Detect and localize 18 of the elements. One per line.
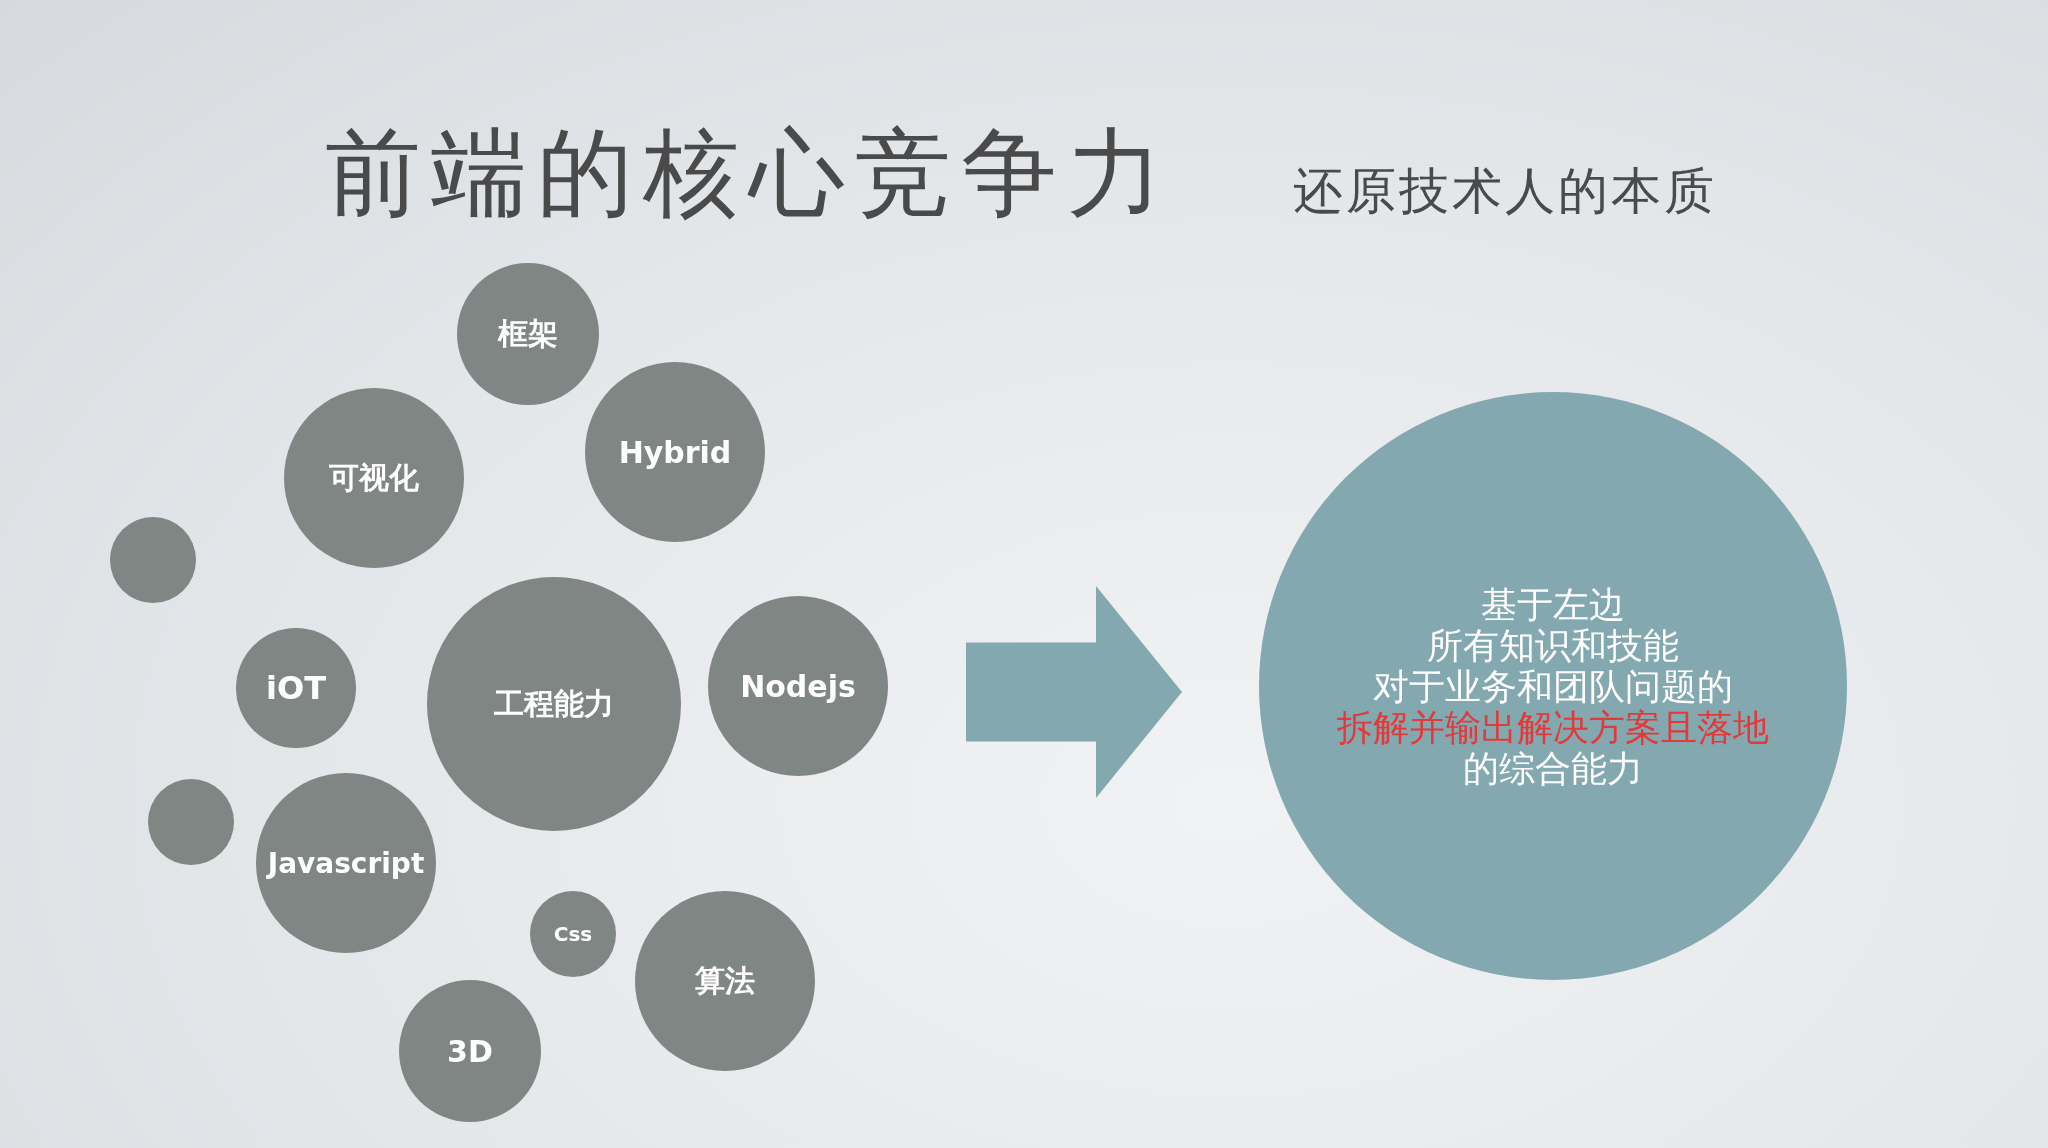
summary-text: 的综合能力 bbox=[1463, 747, 1643, 789]
bubble-label: 算法 bbox=[695, 961, 755, 1000]
bubble-label: 3D bbox=[447, 1033, 493, 1069]
bubble-label: Nodejs bbox=[740, 668, 856, 704]
subtitle: 还原技术人的本质 bbox=[1293, 161, 1717, 222]
bubble-label: 框架 bbox=[498, 314, 558, 353]
title: 前端的核心竞争力 bbox=[325, 116, 1173, 231]
bubble-label: 可视化 bbox=[329, 458, 419, 497]
highlight-text: 拆解并输出解决方案且落地 bbox=[1337, 706, 1769, 748]
summary-text: 对于业务和团队问题的 bbox=[1373, 665, 1733, 707]
bubble-label: Css bbox=[553, 922, 593, 946]
bubble-label: Hybrid bbox=[618, 434, 732, 470]
bubble-label: Javascript bbox=[267, 846, 425, 880]
bubble-label: iOT bbox=[266, 669, 326, 707]
summary-text: 基于左边 bbox=[1481, 583, 1625, 625]
bubble-label: 工程能力 bbox=[494, 684, 614, 723]
block-arrow bbox=[966, 586, 1182, 798]
summary-text: 所有知识和技能 bbox=[1427, 624, 1679, 666]
